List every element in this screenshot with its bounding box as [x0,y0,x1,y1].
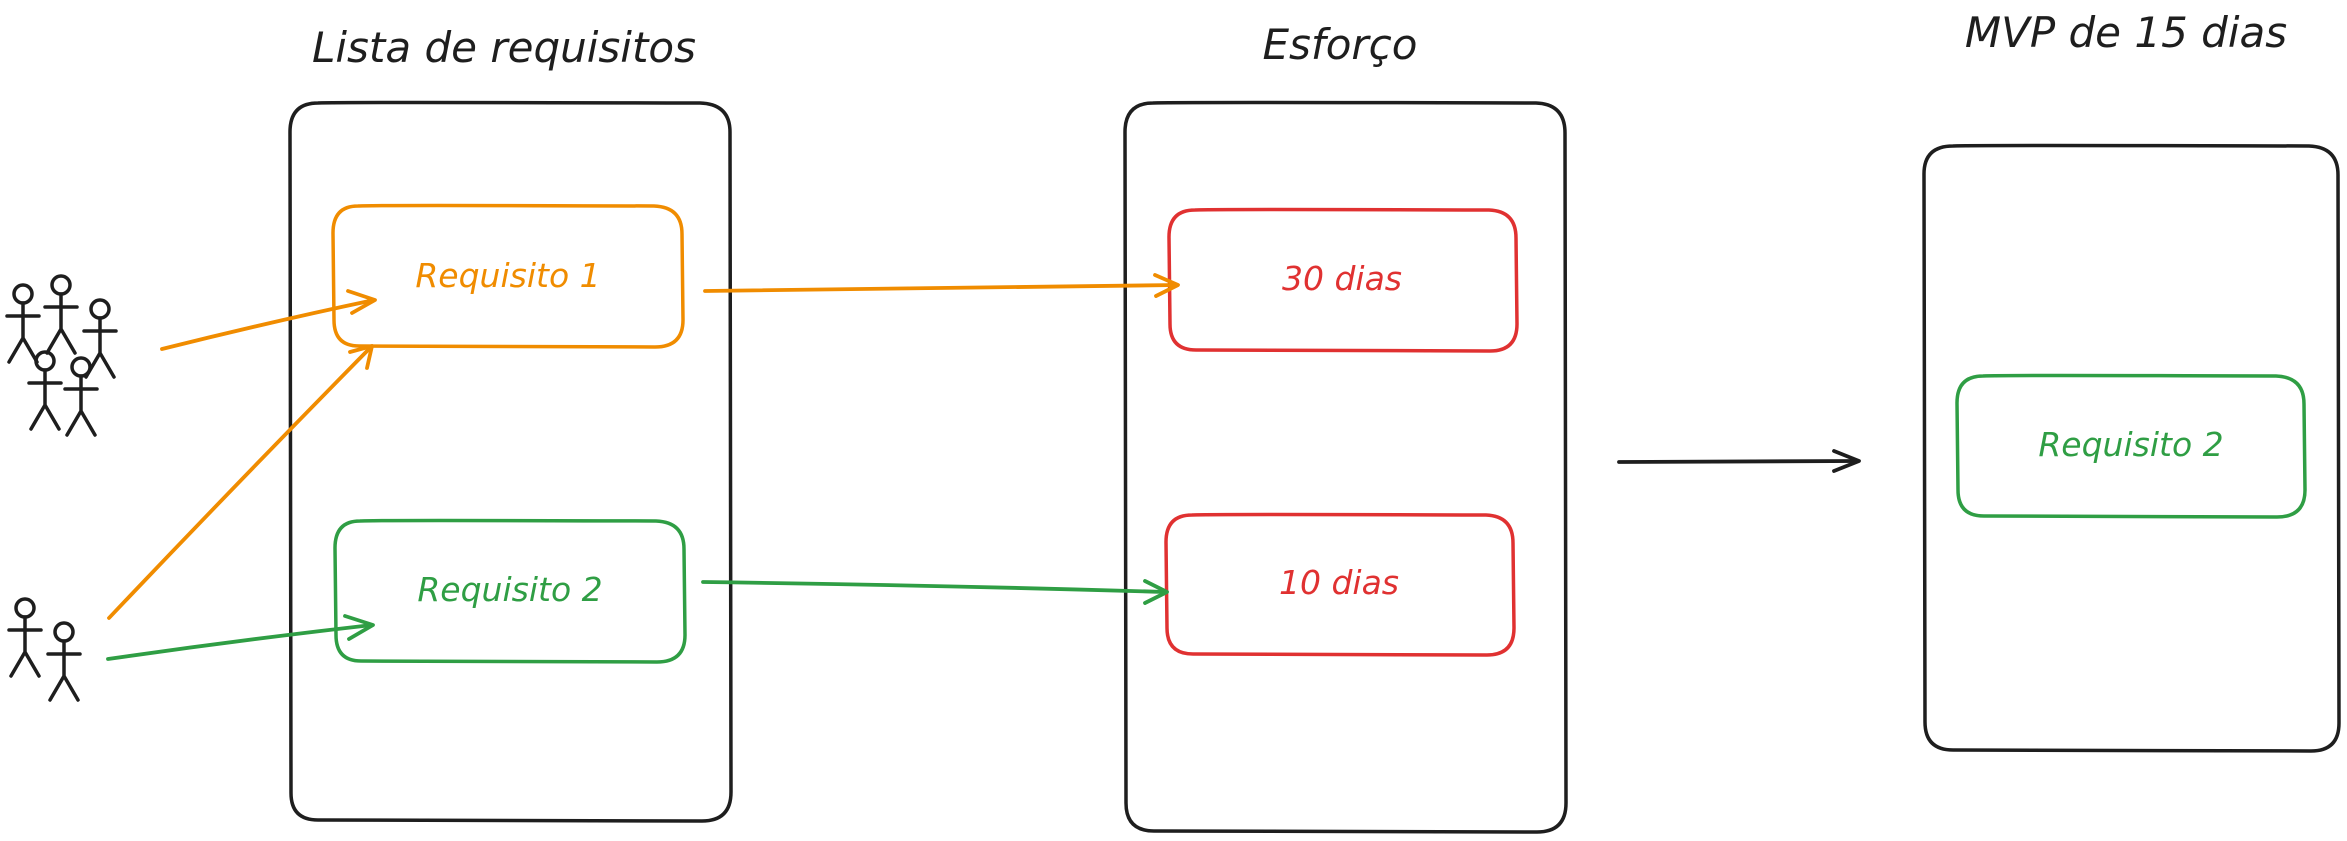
stick-figure-icon [5,283,41,364]
mvp-requirement-label: Requisito 2 [2038,425,2223,464]
mvp-column-title: MVP de 15 dias [1965,8,2287,57]
stick-figure-icon [7,597,43,678]
effort-column [1123,100,1568,834]
requirement-label-2: Requisito 2 [417,570,602,609]
effort-label-30: 30 dias [1282,259,1402,298]
effort-box-30[interactable]: 30 dias [1167,207,1519,353]
effort-box-10[interactable]: 10 dias [1164,512,1516,657]
stakeholder-group-small [7,597,82,702]
mvp-requirement-box[interactable]: Requisito 2 [1955,373,2307,519]
stick-figure-icon [46,621,82,702]
stick-figure-icon [43,274,79,355]
arrow-effort-to-mvp [1617,449,1861,473]
requirement-label-1: Requisito 1 [415,256,600,295]
arrow-req1-to-effort30 [703,273,1180,298]
requirements-column-title: Lista de requisitos [312,23,696,72]
effort-column-title: Esforço [1263,20,1418,69]
arrow-group-b-to-req2 [106,614,375,661]
stakeholder-group-large [5,274,118,437]
stick-figure-icon [27,350,63,431]
arrow-req2-to-effort10 [701,579,1169,605]
effort-label-10: 10 dias [1279,563,1399,602]
requirement-box-1[interactable]: Requisito 1 [331,203,685,349]
requirements-column [288,100,733,823]
arrow-group-b-to-req1 [107,344,374,620]
requirement-box-2[interactable]: Requisito 2 [333,518,687,664]
mvp-column [1922,143,2341,753]
arrow-group-a-to-req1 [160,289,377,351]
